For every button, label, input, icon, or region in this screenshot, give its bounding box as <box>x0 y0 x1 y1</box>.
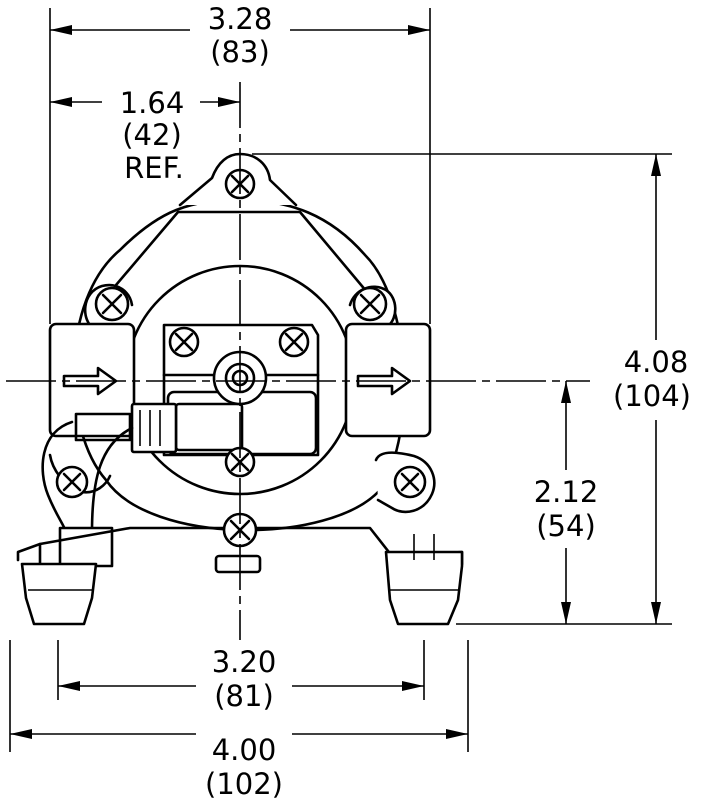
half-width-mm: (42) <box>122 118 182 152</box>
dim-mount-spacing: 3.20 (81) <box>58 645 424 713</box>
lead-wire-inner <box>90 426 134 534</box>
outlet-port-box <box>344 322 432 438</box>
dim-inlet-height: 2.12 (54) <box>534 381 599 624</box>
dim-overall-width: 3.28 (83) <box>50 2 430 69</box>
housing-inner-outline <box>176 210 374 300</box>
inlet-height-in: 2.12 <box>534 475 599 509</box>
right-rubber-foot <box>384 550 464 626</box>
switch-connector <box>174 402 244 452</box>
mount-spacing-mm: (81) <box>214 679 274 713</box>
flow-arrow-outlet <box>356 366 412 396</box>
lead-wire-outer <box>41 420 74 534</box>
left-rubber-foot <box>20 562 98 626</box>
housing-inner-outline-left <box>103 210 180 300</box>
drain-nub <box>214 554 262 574</box>
base-width-mm: (102) <box>205 767 283 800</box>
inlet-port-box <box>48 322 136 438</box>
flow-arrow-inlet <box>62 366 118 396</box>
wire-connector-sleeve <box>74 412 132 442</box>
screw-right <box>352 286 388 322</box>
dim-half-width: 1.64 (42) REF. <box>50 86 240 185</box>
screw-switch <box>224 446 256 478</box>
wire-connector-box <box>58 526 114 568</box>
base-width-in: 4.00 <box>212 733 277 767</box>
overall-width-mm: (83) <box>210 35 270 69</box>
mount-spacing-in: 3.20 <box>212 645 277 679</box>
screw-lower-right <box>393 465 427 499</box>
dim-overall-height: 4.08 (104) <box>613 154 691 624</box>
half-width-in: 1.64 <box>120 86 185 120</box>
screw-head-right <box>278 326 310 358</box>
pump-housing <box>72 198 406 532</box>
switch-terminal <box>130 402 178 454</box>
overall-height-mm: (104) <box>613 379 691 413</box>
overall-width-in: 3.28 <box>208 2 273 36</box>
half-width-note: REF. <box>124 151 184 185</box>
screw-head-left <box>168 326 200 358</box>
dim-base-width: 4.00 (102) <box>10 729 468 800</box>
inlet-height-mm: (54) <box>536 509 596 543</box>
screw-left <box>94 286 130 322</box>
overall-height-in: 4.08 <box>624 345 689 379</box>
screw-lower-left <box>55 465 89 499</box>
